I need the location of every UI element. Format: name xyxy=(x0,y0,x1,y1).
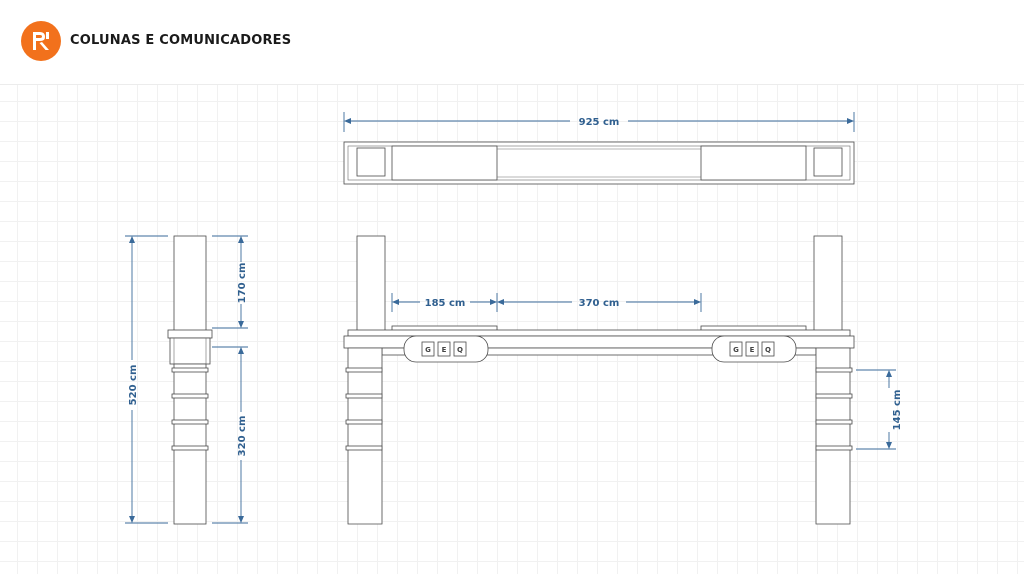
front-leg-right xyxy=(815,347,851,525)
svg-text:G: G xyxy=(425,346,431,354)
front-beam-top xyxy=(347,329,851,337)
dimension-front-right: 145 cm xyxy=(856,369,903,450)
svg-text:E: E xyxy=(750,346,755,354)
top-view-panel-right xyxy=(700,145,807,181)
communicator-right: G E Q xyxy=(711,335,797,363)
comm-button-g-right[interactable] xyxy=(729,341,743,357)
dimension-front-left: 185 cm xyxy=(391,293,498,312)
dimension-label-520: 520 cm xyxy=(128,365,139,406)
dimension-label-370: 370 cm xyxy=(579,298,620,309)
dimension-side-upper: 170 cm xyxy=(212,235,248,329)
side-communicator xyxy=(169,337,211,365)
top-view-column-left xyxy=(356,147,386,177)
header: COLUNAS E COMUNICADORES xyxy=(0,0,1024,84)
comm-button-q-left[interactable] xyxy=(453,341,467,357)
svg-text:E: E xyxy=(442,346,447,354)
brand-logo-icon xyxy=(21,21,61,61)
dimension-label-145: 145 cm xyxy=(892,390,903,431)
comm-button-e-left[interactable] xyxy=(437,341,451,357)
dimension-label-925: 925 cm xyxy=(579,117,620,128)
dimension-side-lower: 320 cm xyxy=(212,346,248,524)
top-view-panel-left xyxy=(391,145,498,181)
communicator-left: G E Q xyxy=(403,335,489,363)
side-column-top xyxy=(173,235,207,332)
page-title: COLUNAS E COMUNICADORES xyxy=(70,33,292,48)
svg-text:G: G xyxy=(733,346,739,354)
dimension-front-center: 370 cm xyxy=(497,293,702,312)
top-view xyxy=(343,141,855,185)
comm-button-g-left[interactable] xyxy=(421,341,435,357)
side-view xyxy=(167,235,213,525)
svg-text:Q: Q xyxy=(765,346,771,354)
dimension-side-total: 520 cm xyxy=(125,235,168,524)
front-column-top-right xyxy=(813,235,843,332)
front-column-top-left xyxy=(356,235,386,332)
comm-button-e-right[interactable] xyxy=(745,341,759,357)
dimension-label-320: 320 cm xyxy=(237,416,248,457)
top-view-column-right xyxy=(813,147,843,177)
side-column-base xyxy=(173,363,207,525)
dimension-label-170: 170 cm xyxy=(237,263,248,304)
svg-text:Q: Q xyxy=(457,346,463,354)
dimension-top-width: 925 cm xyxy=(343,112,855,132)
comm-button-q-right[interactable] xyxy=(761,341,775,357)
front-leg-left xyxy=(347,347,383,525)
front-view: G E Q G E Q xyxy=(343,235,855,525)
dimension-label-185: 185 cm xyxy=(425,298,466,309)
